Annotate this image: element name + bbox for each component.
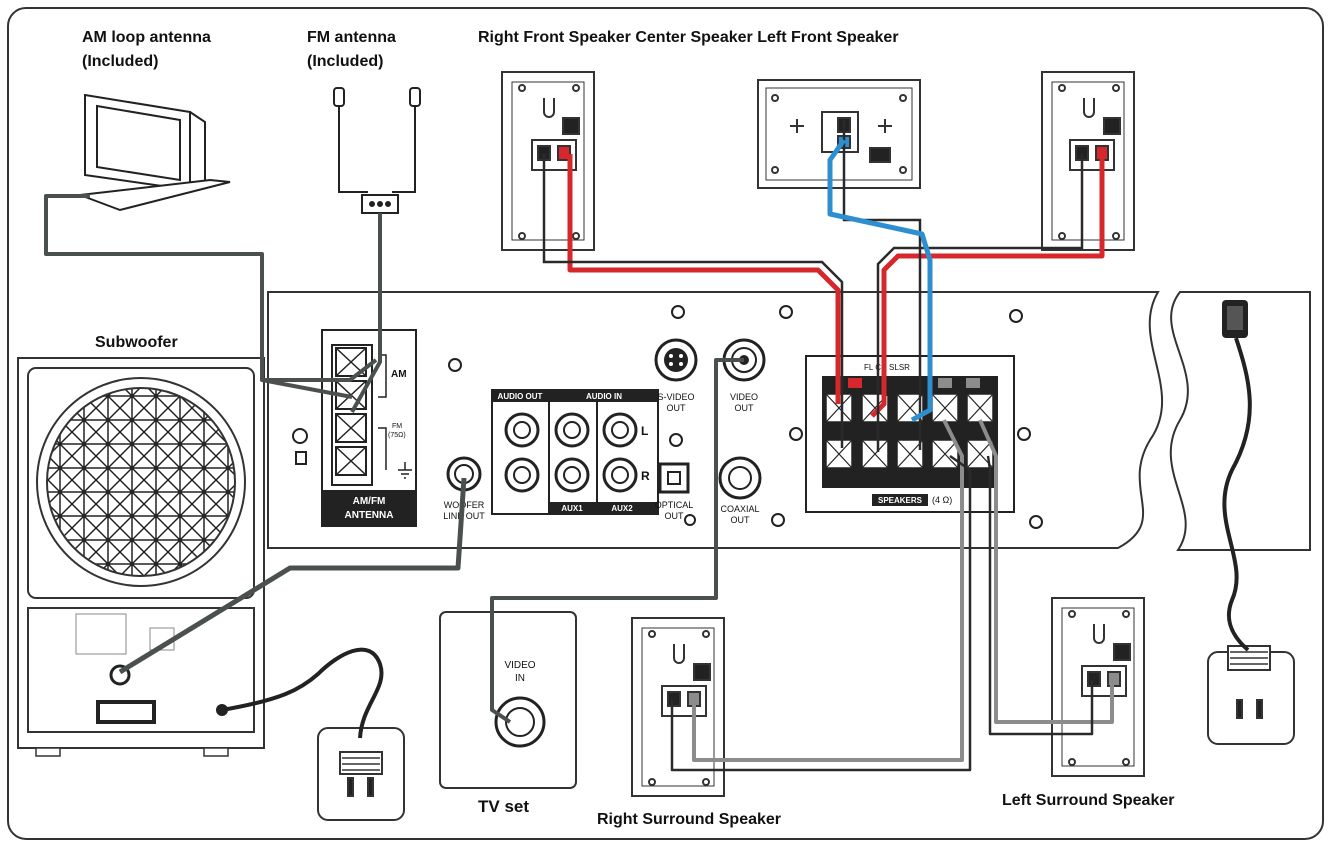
panel-screws [292, 305, 1043, 529]
front-speaker-red-wires [567, 154, 1105, 418]
front-speakers-label: Right Front Speaker Center Speaker Left … [478, 29, 899, 46]
audio-jack-block: AUDIO OUT AUDIO IN L R AUX1 AUX2 [491, 389, 659, 515]
right-surround-label: Right Surround Speaker [597, 811, 781, 828]
video-out-sub-label: OUT [735, 403, 755, 413]
audio-left-label: L [641, 424, 648, 438]
wall-outlet-subwoofer [317, 727, 405, 821]
coaxial-out-jack: COAXIAL OUT [718, 456, 762, 525]
tv-set: VIDEO IN [439, 611, 577, 789]
audio-right-label: R [641, 469, 650, 483]
center-speaker-blue-wire [827, 138, 933, 423]
left-surround-speaker [1051, 597, 1145, 777]
coaxial-out-label: OUT [731, 515, 751, 525]
receiver-power-cord [1222, 337, 1252, 652]
am-antenna-label: AM loop antenna [82, 29, 211, 46]
subwoofer-signal-cable [118, 477, 467, 675]
video-in-label: VIDEO [504, 660, 535, 671]
optical-label: OPTICAL [655, 500, 694, 510]
subwoofer [17, 357, 265, 757]
surround-speaker-black-wires [670, 454, 1094, 772]
am-fm-label: AM/FM [353, 496, 386, 507]
s-video-label: S-VIDEO [657, 392, 694, 402]
receiver-power-cord-icon [1222, 300, 1248, 338]
fm-antenna-label: FM antenna [307, 29, 396, 46]
am-terminal-label: AM [391, 369, 407, 380]
subwoofer-power-cord [221, 647, 384, 739]
right-front-speaker [501, 71, 595, 251]
fm-antenna-label-included: (Included) [307, 53, 383, 70]
aux1-label: AUX1 [561, 504, 583, 513]
subwoofer-label: Subwoofer [95, 334, 178, 351]
video-in-sub-label: IN [515, 673, 525, 684]
left-surround-label: Left Surround Speaker [1002, 792, 1174, 809]
speaker-impedance-label: (4 Ω) [932, 495, 952, 505]
aux2-label: AUX2 [611, 504, 633, 513]
audio-out-label: AUDIO OUT [498, 392, 543, 401]
s-video-out-jack: S-VIDEO OUT [654, 338, 698, 413]
tv-set-label: TV set [478, 797, 529, 816]
wall-outlet-receiver [1207, 645, 1295, 745]
speaker-terminal-block: FL CR SLSR SPEAKERS (4 Ω) [805, 355, 1015, 513]
left-front-speaker [1041, 71, 1135, 251]
optical-out-jack: OPTICAL OUT [655, 462, 694, 521]
antenna-label: ANTENNA [345, 510, 394, 521]
line-out-label: LINE OUT [443, 511, 485, 521]
speakers-label: SPEAKERS [878, 496, 923, 505]
fm-impedance-label: (75Ω) [388, 432, 406, 439]
video-out-label: VIDEO [730, 392, 758, 402]
speaker-channel-labels: FL CR SLSR [864, 363, 910, 372]
ground-icon [398, 462, 412, 479]
fm-terminal-label: FM [392, 423, 402, 430]
coaxial-label: COAXIAL [720, 504, 759, 514]
video-cable [490, 358, 744, 724]
surround-speaker-gray-wires [692, 419, 1114, 762]
s-video-out-label: OUT [667, 403, 687, 413]
antenna-cables [44, 194, 382, 413]
fm-antenna-icon [333, 87, 421, 214]
am-antenna-label-included: (Included) [82, 53, 158, 70]
panel-lock-icon [295, 451, 307, 465]
am-loop-antenna-icon [79, 93, 231, 212]
front-speaker-black-wires [542, 120, 1084, 452]
optical-out-label: OUT [665, 511, 685, 521]
audio-in-label: AUDIO IN [586, 392, 622, 401]
right-surround-speaker [631, 617, 725, 797]
am-fm-antenna-terminal: AM FM (75Ω) AM/FM ANTENNA [321, 329, 417, 527]
center-speaker [757, 79, 921, 189]
